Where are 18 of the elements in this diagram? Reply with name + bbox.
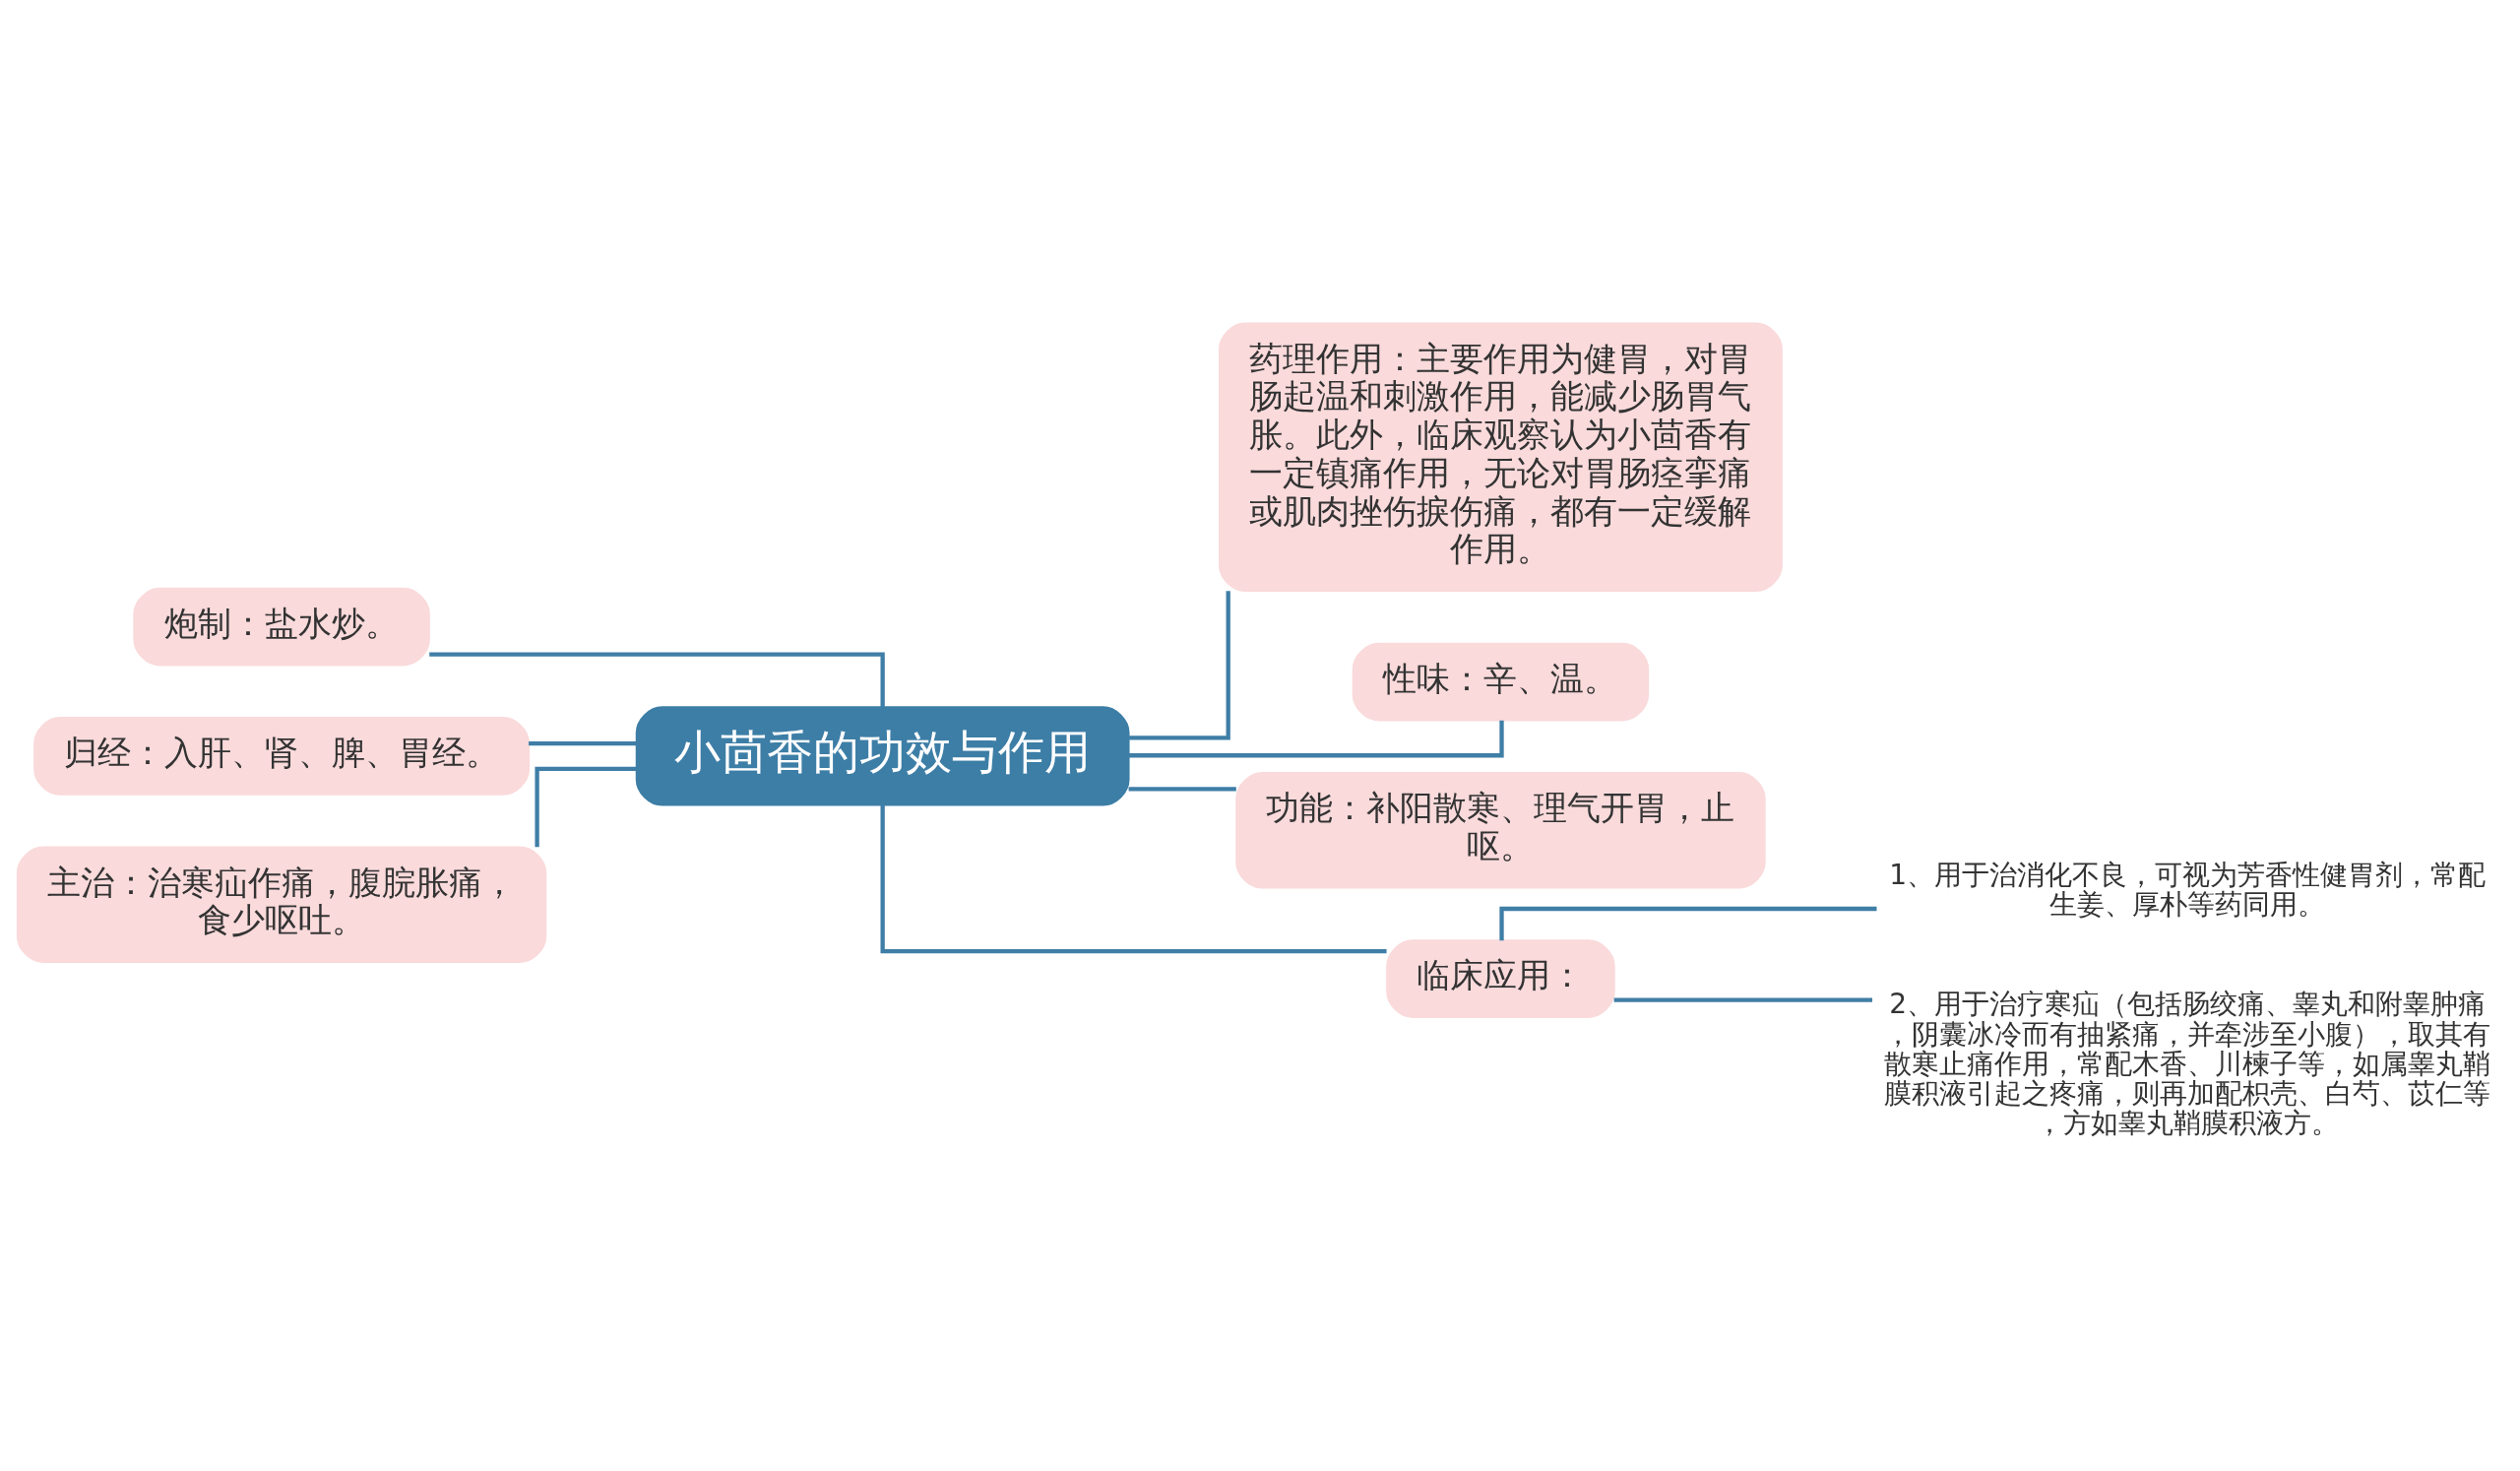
connector <box>1129 590 1230 739</box>
node-box: 主治：治寒疝作痛，腹脘胀痛，食少呕吐。 <box>16 846 547 963</box>
node-box: 性味：辛、温。 <box>1352 642 1650 721</box>
connector <box>429 651 885 707</box>
node-box: 功能：补阳散寒、理气开胃，止呕。 <box>1235 771 1766 889</box>
node-box: 归经：入肝、肾、脾、胃经。 <box>33 716 531 796</box>
connector <box>1613 996 1872 1002</box>
node-box: 炮制：盐水炒。 <box>133 587 430 666</box>
connector <box>529 740 637 745</box>
connector <box>1128 786 1236 791</box>
node-box: 临床应用： <box>1386 938 1615 1018</box>
node-box: 小茴香的功效与作用 <box>635 705 1130 806</box>
node-text: 1、用于治消化不良，可视为芳香性健胃剂，常配生姜、厚朴等药同用。 <box>1889 858 2487 921</box>
connector <box>1499 906 1877 940</box>
connector <box>535 766 637 847</box>
connector <box>880 804 1387 953</box>
node-text: 2、用于治疗寒疝（包括肠绞痛、睾丸和附睾肿痛，阴囊冰冷而有抽紧痛，并牵涉至小腹），取其有散寒止痛作用，常配木香、川楝子等，如属睾丸鞘膜积液引起之疼痛，则再加配枳壳、白芍、苡仁等，方如睾丸鞘膜积液方。 <box>1884 987 2491 1139</box>
node-box: 药理作用：主要作用为健胃，对胃肠起温和刺激作用，能减少肠胃气胀。此外，临床观察认为小茴香有一定镇痛作用，无论对胃肠痉挛痛或肌肉挫伤捩伤痛，都有一定缓解作用。 <box>1219 322 1783 592</box>
